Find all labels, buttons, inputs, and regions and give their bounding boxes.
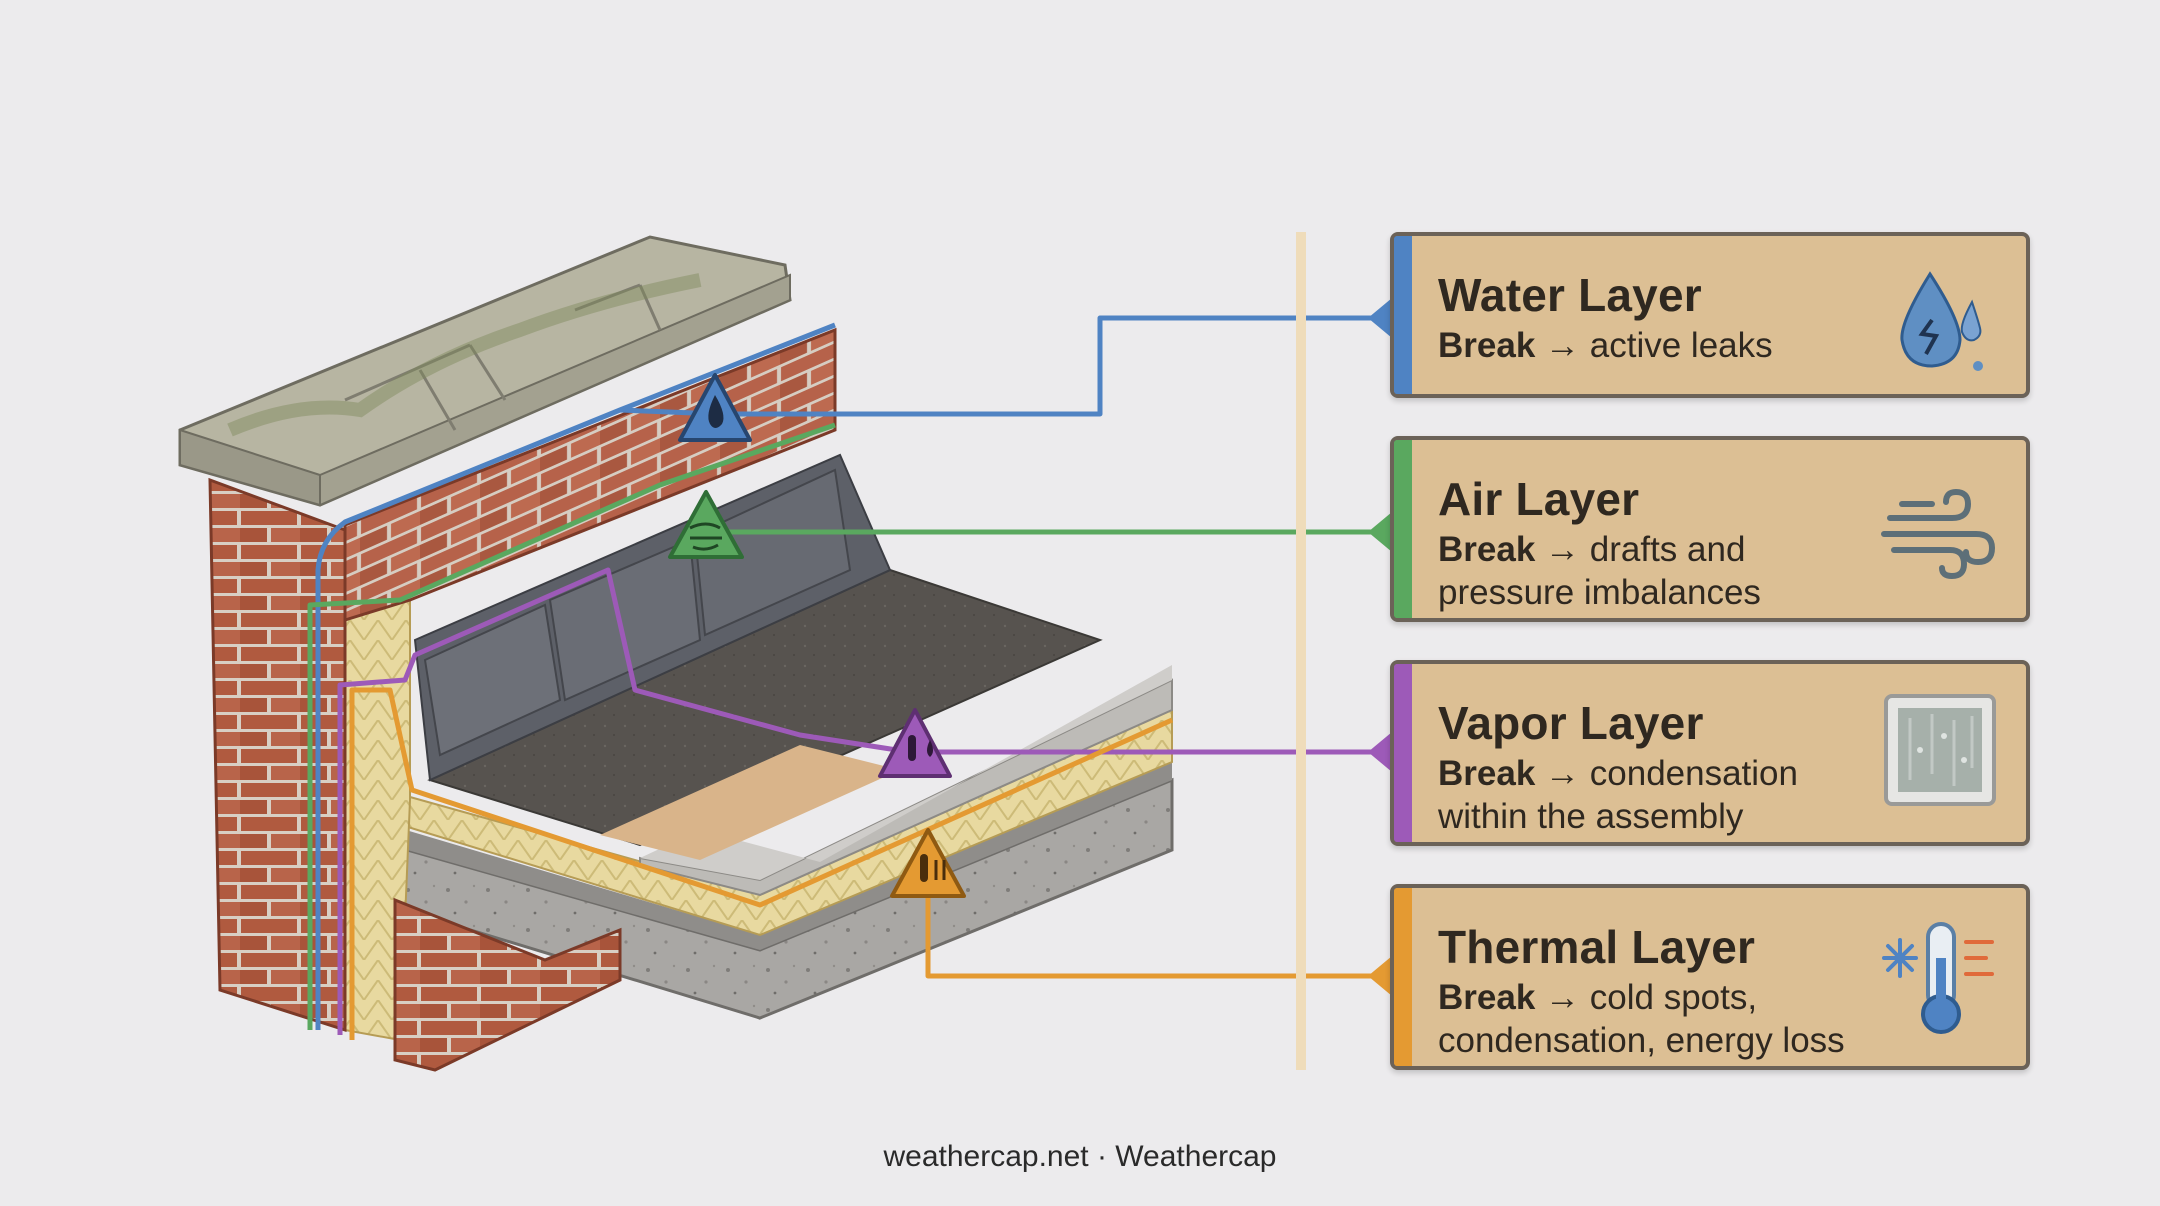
upstand-panel-1 (423, 603, 562, 757)
layer-lines (307, 315, 1390, 1040)
vapor-layer-stripe (1394, 664, 1412, 842)
upstand-panel-3 (693, 468, 852, 637)
air-layer-line (307, 422, 1390, 1030)
air-layer-title: Air Layer (1438, 473, 1640, 525)
upstand-panel-2 (548, 538, 702, 702)
water-layer-title: Water Layer (1438, 269, 1702, 321)
foggy-window-icon (1884, 694, 1996, 806)
water-layer-card: Water Layer Break → active leaks (1390, 232, 2030, 398)
brick-wall-front (208, 477, 347, 1033)
thermal-layer-line (349, 687, 1390, 1040)
thermal-layer-title: Thermal Layer (1438, 921, 1756, 973)
vapor-layer-desc: Break → condensation within the assembly (1438, 754, 1798, 836)
vapor-layer-title: Vapor Layer (1438, 697, 1704, 749)
air-layer-stripe (1394, 440, 1412, 618)
water-drop-crack-icon (1900, 271, 1983, 371)
vapor-layer-card: Vapor Layer Break → condensation within … (1390, 660, 2030, 846)
thermometer-snowflake-icon (1882, 922, 1994, 1034)
air-layer-desc: Break → drafts and pressure imbalances (1438, 530, 1761, 612)
air-layer-card: Air Layer Break → drafts and pressure im… (1390, 436, 2030, 622)
air-warning-icon (668, 490, 744, 559)
coping-moss (227, 273, 702, 437)
vapor-layer-line (337, 567, 1390, 1035)
divider-line (1296, 232, 1306, 1070)
thermal-layer-stripe (1394, 888, 1412, 1066)
water-layer-line (315, 315, 1390, 1030)
coping-stone-side (319, 273, 791, 507)
water-warning-icon (678, 373, 752, 442)
water-layer-desc: Break → active leaks (1438, 326, 1773, 365)
water-layer-stripe (1394, 236, 1412, 394)
brick-wall-lower (393, 897, 622, 1072)
thermal-layer-card: Thermal Layer Break → cold spots, conden… (1390, 884, 2030, 1070)
wind-icon (1881, 488, 1996, 580)
plywood-strip (600, 745, 900, 860)
building-section (178, 235, 1174, 1072)
thermal-warning-icon (890, 828, 966, 898)
thermal-layer-desc: Break → cold spots, condensation, energy… (1438, 978, 1845, 1060)
vapor-warning-icon (878, 708, 952, 778)
coping-joints (344, 283, 662, 431)
connector-arrowheads (1368, 298, 1392, 996)
roof-cover-top (640, 665, 1172, 880)
footer-credit: weathercap.net · Weathercap (883, 1140, 1277, 1173)
